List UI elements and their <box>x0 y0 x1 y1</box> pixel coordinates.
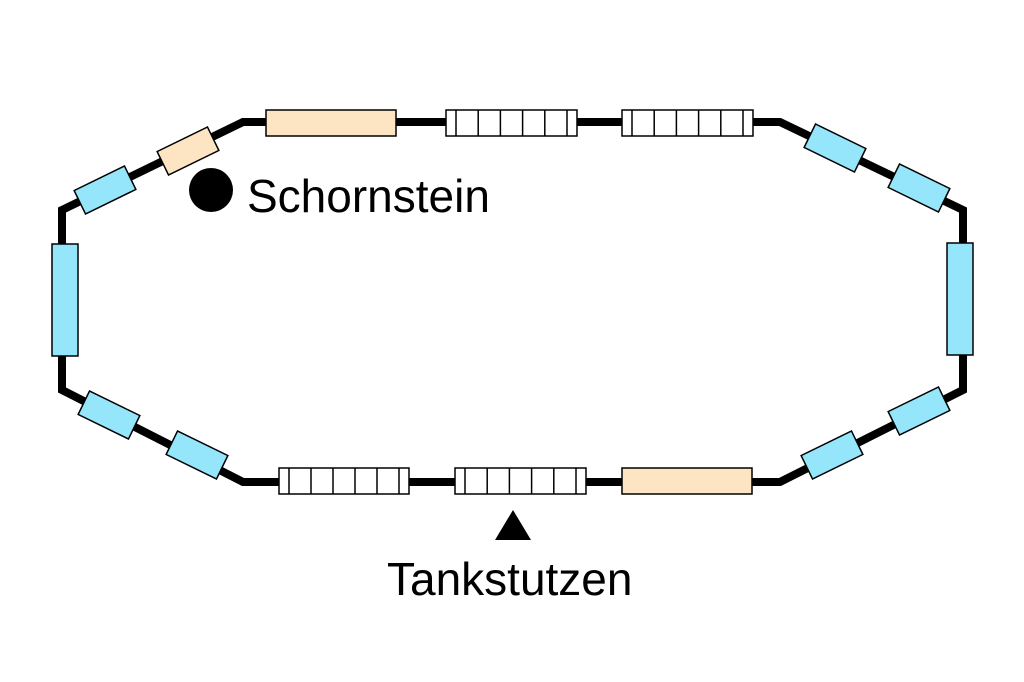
chimney-label: Schornstein <box>247 170 490 222</box>
striped-segment <box>454 467 587 495</box>
striped-segment <box>621 109 754 137</box>
beige-segment <box>621 467 753 495</box>
blue-segment <box>51 243 79 357</box>
blue-segment <box>77 390 141 440</box>
blue-segment <box>800 430 864 480</box>
beige-segment <box>265 109 397 137</box>
blue-segment <box>803 123 867 173</box>
chimney-marker-icon <box>189 168 233 212</box>
tank-nozzle-marker-icon <box>495 510 531 540</box>
blue-segment <box>73 165 137 215</box>
blue-segment <box>887 386 951 436</box>
beige-segment <box>156 126 220 176</box>
blue-segment <box>887 163 951 213</box>
striped-segment <box>445 109 578 137</box>
blue-segment <box>165 430 229 480</box>
blue-segment <box>946 242 974 356</box>
striped-segment <box>278 467 410 495</box>
tank-nozzle-label: Tankstutzen <box>387 553 632 605</box>
